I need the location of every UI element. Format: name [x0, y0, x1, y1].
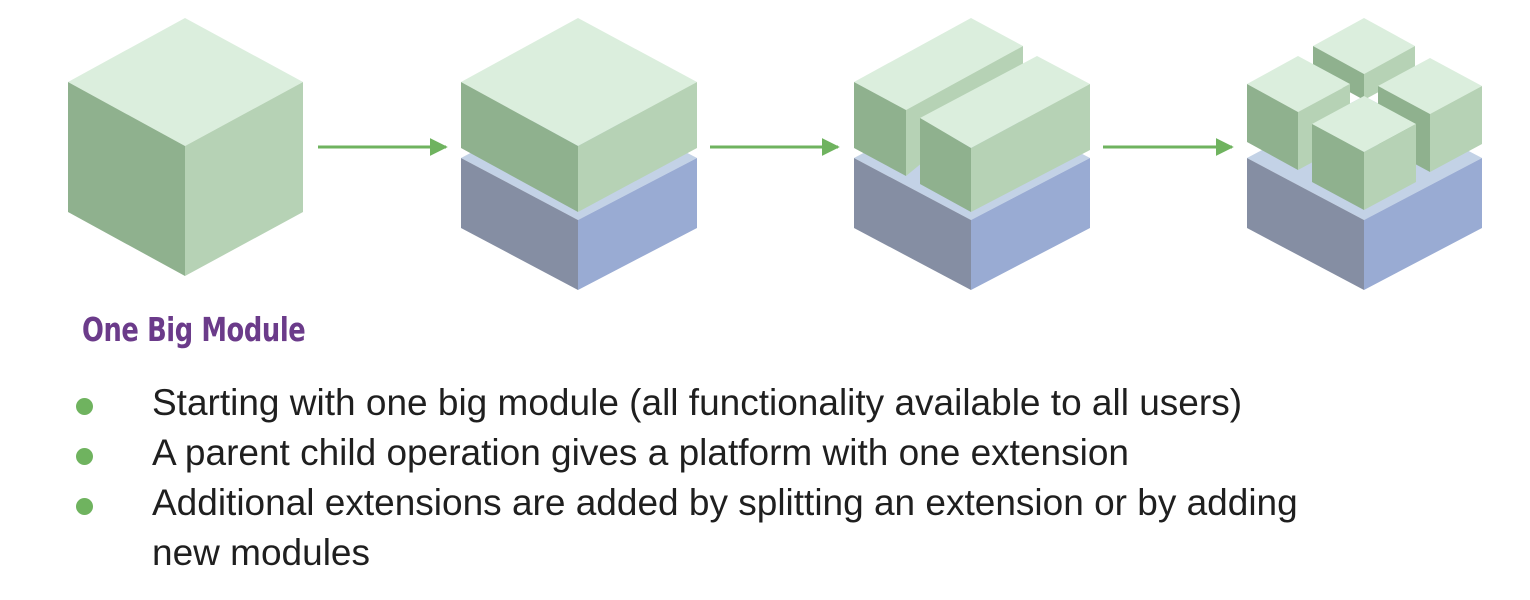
module-back-left-face — [1313, 46, 1364, 100]
platform-right-face — [971, 158, 1090, 290]
platform-right-face — [1364, 158, 1482, 290]
module-left-left-face — [1247, 84, 1298, 170]
extension-b-right-face — [971, 84, 1090, 212]
bullet-text: A parent child operation gives a platfor… — [152, 432, 1129, 473]
cube-top-face — [68, 18, 303, 146]
extension-left-face — [461, 82, 578, 212]
module-left-top-face — [1247, 56, 1350, 112]
extension-b-left-face — [920, 118, 971, 212]
platform-left-face — [854, 158, 971, 290]
bullet-item: Starting with one big module (all functi… — [0, 378, 1352, 428]
extension-a-left-face — [854, 82, 906, 176]
bullet-text: Starting with one big module (all functi… — [152, 382, 1243, 423]
cube-left-face — [68, 82, 185, 276]
platform-right-face — [578, 158, 697, 290]
cube-right-face — [185, 82, 303, 276]
bullet-list: Starting with one big module (all functi… — [0, 378, 1500, 578]
bullet-text: Additional extensions are added by split… — [152, 482, 1298, 573]
bullet-item: Additional extensions are added by split… — [0, 478, 1352, 578]
module-front-left-face — [1312, 124, 1364, 210]
stage-4-new-modules — [1247, 18, 1482, 290]
platform-left-face — [1247, 158, 1364, 290]
module-right-right-face — [1430, 86, 1482, 172]
bullet-dot-icon — [76, 398, 93, 415]
module-back-right-face — [1364, 46, 1415, 100]
extension-a-top-face — [854, 18, 1023, 110]
extension-right-face — [578, 82, 697, 212]
stage-3-split-extension — [854, 18, 1090, 290]
bullet-dot-icon — [76, 498, 93, 515]
module-front-right-face — [1364, 124, 1416, 210]
stage-1-big-module — [68, 18, 303, 276]
stage-2-platform-with-extension — [461, 18, 697, 290]
bullet-dot-icon — [76, 448, 93, 465]
section-heading: One Big Module — [82, 310, 306, 349]
platform-left-face — [461, 158, 578, 290]
extension-b-top-face — [920, 56, 1090, 148]
module-evolution-diagram — [68, 18, 1482, 290]
extension-top-face — [461, 18, 697, 146]
bullet-item: A parent child operation gives a platfor… — [0, 428, 1352, 478]
